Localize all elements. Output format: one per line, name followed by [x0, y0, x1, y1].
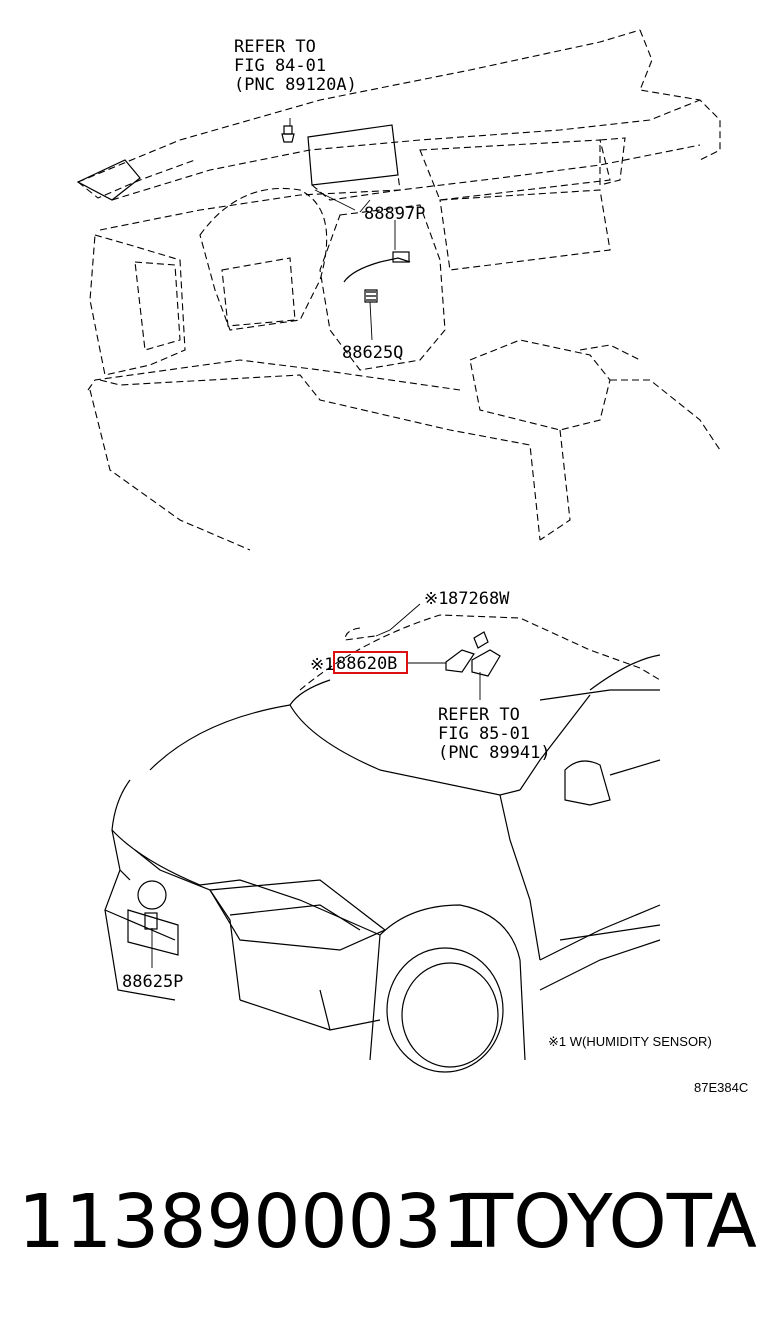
brand-name: TOYOTA: [468, 1179, 757, 1265]
part-number: 1138900031: [18, 1179, 489, 1265]
label-87268W: 87268W: [448, 589, 510, 609]
top-refer-line1: REFER TO: [234, 37, 316, 57]
label-88625Q: 88625Q: [342, 343, 403, 363]
bottom-refer-line3: (PNC 89941): [438, 743, 551, 763]
label-88625P: 88625P: [122, 972, 183, 992]
label-88897P: 88897P: [364, 204, 425, 224]
highlight-box: [333, 651, 408, 674]
figure-code: 87E384C: [694, 1080, 748, 1095]
marker-87268W: ※1: [424, 589, 448, 609]
car-drawing: [104, 603, 661, 1073]
bottom-refer-line1: REFER TO: [438, 705, 520, 725]
marker-text: ※1: [424, 589, 448, 609]
humidity-sensor-note: ※1 W(HUMIDITY SENSOR): [548, 1034, 712, 1049]
dashboard-drawing: [76, 29, 721, 551]
top-refer-line2: FIG 84-01: [234, 56, 326, 76]
label-88620B: 88620B: [336, 654, 397, 674]
top-refer-line3: (PNC 89120A): [234, 75, 357, 95]
marker-88620B: ※1: [310, 655, 334, 675]
marker-text: ※1: [310, 655, 334, 675]
bottom-refer-line2: FIG 85-01: [438, 724, 530, 744]
